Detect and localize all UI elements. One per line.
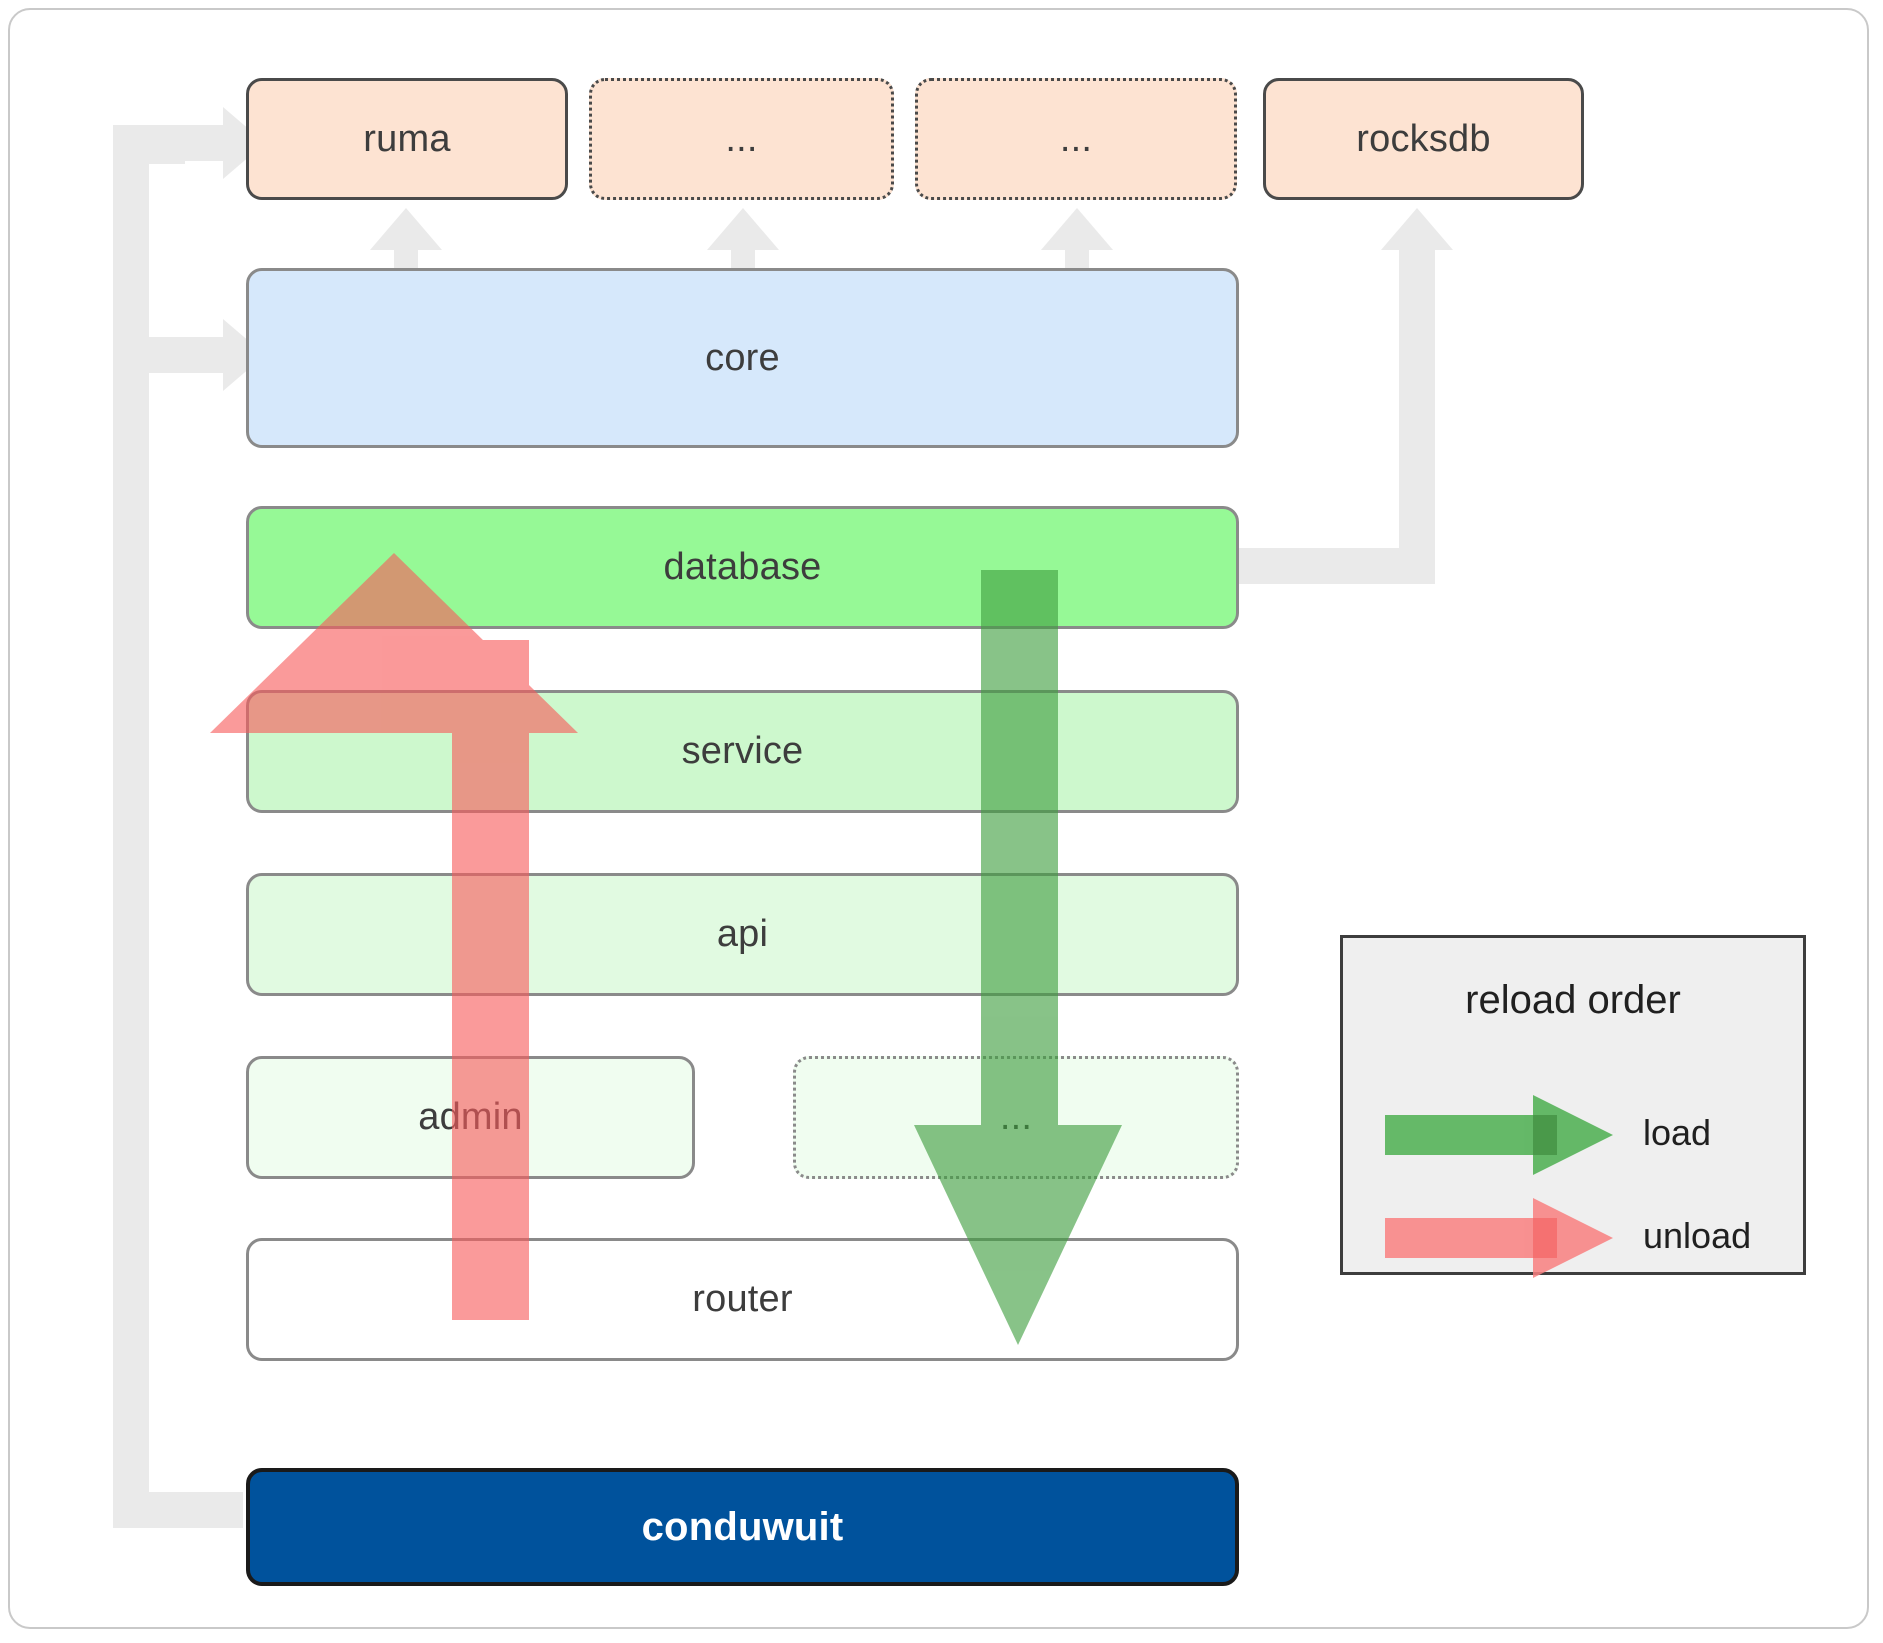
diagram-frame	[8, 8, 1869, 1629]
legend-unload-label: unload	[1643, 1215, 1752, 1256]
dependency-box-rocksdb[interactable]: rocksdb	[1263, 78, 1584, 200]
layer-box-other[interactable]: ...	[793, 1056, 1239, 1179]
legend-panel: reload order load unload	[1340, 935, 1806, 1278]
layer-label: core	[705, 336, 780, 379]
layer-label: database	[663, 546, 822, 588]
dependency-box-ruma[interactable]: ruma	[246, 78, 568, 200]
layer-label: router	[692, 1278, 793, 1320]
layer-box-router[interactable]: router	[246, 1238, 1239, 1361]
layer-box-admin[interactable]: admin	[246, 1056, 695, 1179]
layer-label: service	[681, 730, 804, 772]
root-box-conduwuit[interactable]: conduwuit	[246, 1468, 1239, 1586]
layer-box-database[interactable]: database	[246, 506, 1239, 629]
connector-left-bottom	[113, 1492, 243, 1528]
connector-db-to-rocksdb-vertical	[1399, 248, 1435, 584]
dependency-label: ...	[725, 117, 758, 160]
connector-db-to-rocksdb-arrowhead	[1381, 208, 1453, 250]
layer-label: api	[716, 913, 769, 955]
connector-to-ruma-stem	[113, 125, 223, 161]
legend-title: reload order	[1465, 978, 1681, 1022]
dependency-box-3[interactable]: ...	[915, 78, 1237, 200]
connector-core-to-dep2-arrowhead	[707, 208, 779, 250]
layer-label: ...	[999, 1096, 1033, 1138]
layer-box-core[interactable]: core	[246, 268, 1239, 448]
dependency-label: ruma	[363, 117, 451, 160]
dependency-label: ...	[1059, 117, 1093, 160]
layer-box-api[interactable]: api	[246, 873, 1239, 996]
layer-box-service[interactable]: service	[246, 690, 1239, 813]
legend-load-label: load	[1643, 1112, 1712, 1153]
legend-load-arrow	[1385, 1095, 1613, 1175]
dependency-box-2[interactable]: ...	[589, 78, 894, 200]
connector-core-to-ruma-arrowhead	[370, 208, 442, 250]
legend-unload-arrow	[1385, 1198, 1613, 1278]
connector-core-to-dep3-arrowhead	[1041, 208, 1113, 250]
connector-to-core-stem	[113, 337, 223, 373]
dependency-label: rocksdb	[1356, 117, 1491, 160]
root-label: conduwuit	[641, 1504, 844, 1549]
layer-label: admin	[418, 1096, 523, 1138]
